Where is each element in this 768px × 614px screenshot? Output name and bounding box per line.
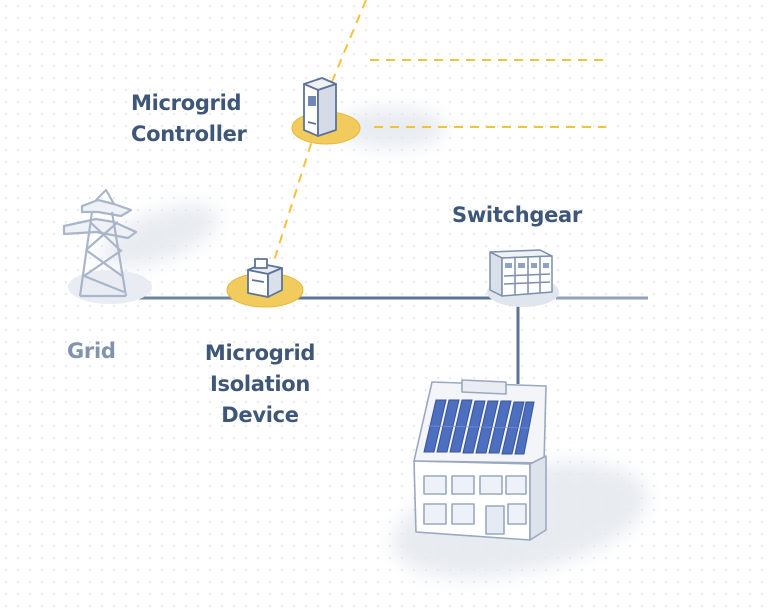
control-line-to-isolation (265, 127, 317, 287)
isolation-device-icon (226, 258, 304, 308)
solar-building-icon (413, 379, 547, 541)
switchgear-icon (487, 249, 559, 307)
label-isolation-line-1: Microgrid (204, 341, 316, 365)
label-microgrid-controller-line-2: Controller (131, 122, 247, 146)
ground-shadows (101, 108, 648, 578)
label-microgrid-isolation-device: Microgrid Isolation Device (186, 338, 334, 431)
tower-shadow (101, 205, 219, 267)
label-switchgear: Switchgear (452, 200, 582, 231)
power-lines (128, 296, 648, 384)
label-grid: Grid (67, 336, 116, 367)
control-lines (265, 0, 610, 287)
control-line-upper (315, 0, 367, 121)
label-switchgear-text: Switchgear (452, 203, 582, 227)
label-microgrid-controller: Microgrid Controller (131, 88, 247, 150)
label-isolation-line-3: Device (221, 403, 299, 427)
controller-cabinet-icon (291, 77, 361, 145)
label-grid-text: Grid (67, 339, 116, 363)
label-microgrid-controller-line-1: Microgrid (131, 91, 242, 115)
transmission-tower-icon (62, 188, 152, 304)
label-isolation-line-2: Isolation (209, 372, 311, 396)
